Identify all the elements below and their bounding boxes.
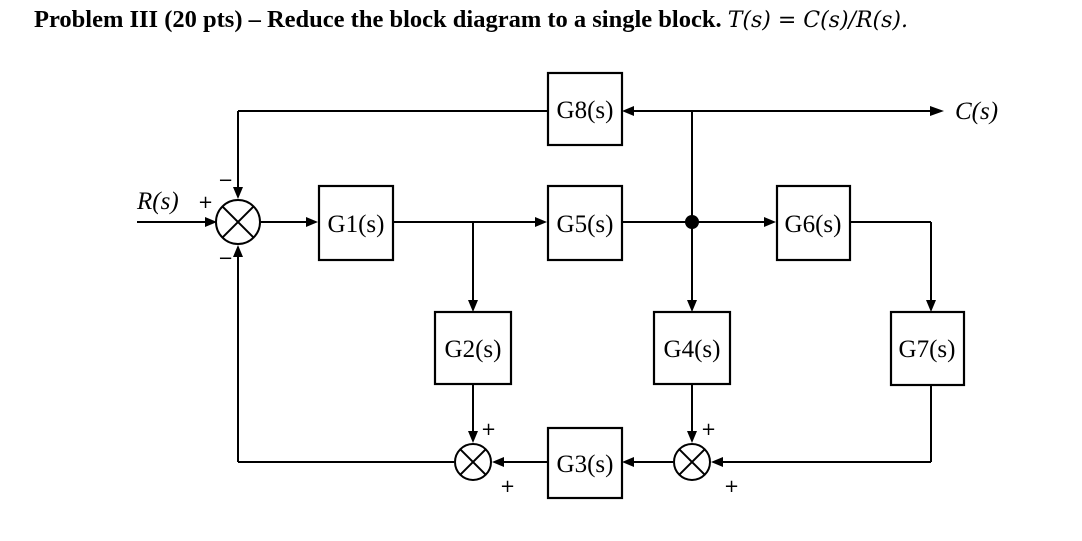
sum-left-right-sign: + bbox=[500, 476, 515, 497]
g6-input-arrowhead bbox=[764, 217, 776, 227]
block-g2-label: G2(s) bbox=[445, 336, 502, 363]
problem-heading: Problem III (20 pts) – Reduce the block … bbox=[34, 6, 908, 34]
block-g4-label: G4(s) bbox=[664, 336, 721, 363]
main-summing-junction bbox=[215, 199, 261, 245]
block-g8-box bbox=[546, 71, 624, 147]
block-g1-box bbox=[317, 184, 395, 262]
input-label: R(s) bbox=[136, 188, 179, 215]
problem-statement: Problem III (20 pts) – Reduce the block … bbox=[34, 6, 722, 33]
g1-input-arrowhead bbox=[306, 217, 318, 227]
left-summing-junction bbox=[454, 443, 492, 481]
g2-input-arrowhead bbox=[468, 300, 478, 312]
block-g5-label: G5(s) bbox=[557, 211, 614, 238]
block-g7-box bbox=[889, 310, 966, 387]
sum-left-input-arrowhead bbox=[492, 457, 504, 467]
g7-input-arrowhead bbox=[926, 300, 936, 312]
output-label: C(s) bbox=[955, 98, 998, 125]
sum-right-top-sign: + bbox=[701, 419, 716, 440]
sum-right-input-arrowhead bbox=[711, 457, 723, 467]
right-summing-junction bbox=[673, 443, 711, 481]
block-g6-box bbox=[775, 184, 852, 262]
sum-right-top-arrowhead bbox=[687, 431, 697, 443]
block-g1-label: G1(s) bbox=[328, 211, 385, 238]
sum-left-top-arrowhead bbox=[468, 431, 478, 443]
block-g3-box bbox=[546, 426, 624, 500]
sum-right-right-sign: + bbox=[724, 476, 739, 497]
main-bottom-sign: − bbox=[218, 248, 233, 269]
g4-input-arrowhead bbox=[687, 300, 697, 312]
block-g6-label: G6(s) bbox=[785, 211, 842, 238]
block-g3-label: G3(s) bbox=[557, 451, 614, 478]
main-top-arrowhead bbox=[233, 187, 243, 199]
block-g5-box bbox=[546, 184, 624, 262]
main-bottom-arrowhead bbox=[233, 245, 243, 257]
g5-input-arrowhead bbox=[535, 217, 547, 227]
output-arrowhead bbox=[930, 106, 944, 116]
g3-input-arrowhead bbox=[622, 457, 634, 467]
input-arrowhead bbox=[205, 217, 217, 227]
transfer-function-formula: T(s) = C(s)/R(s). bbox=[727, 8, 908, 33]
block-g4-box bbox=[652, 310, 732, 386]
block-g2-box bbox=[433, 310, 513, 386]
g8-input-arrowhead bbox=[622, 106, 634, 116]
main-input-sign: + bbox=[198, 192, 213, 213]
main-top-sign: − bbox=[218, 170, 233, 191]
block-g8-label: G8(s) bbox=[557, 97, 614, 124]
sum-left-top-sign: + bbox=[481, 419, 496, 440]
block-g7-label: G7(s) bbox=[899, 336, 956, 363]
